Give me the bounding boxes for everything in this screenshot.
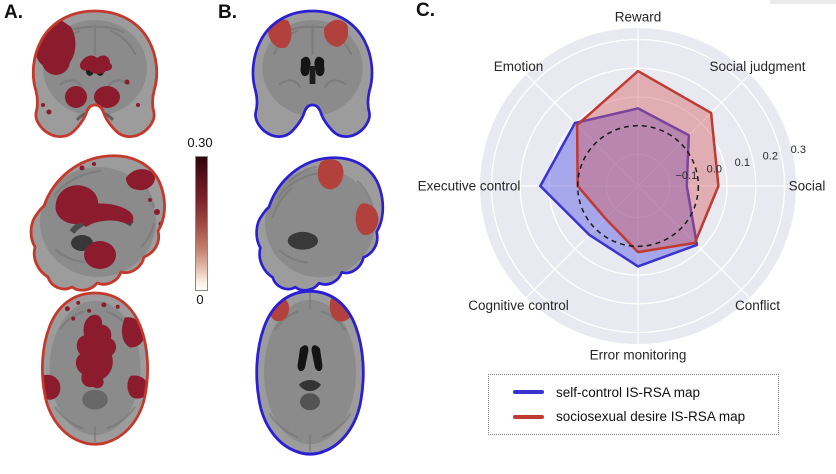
legend-label: sociosexual desire IS-RSA map [556, 409, 746, 425]
category-label-social-judgment: Social judgment [709, 59, 805, 74]
category-label-emotion: Emotion [494, 59, 544, 74]
brain-coronal-panel-a [31, 9, 159, 139]
legend-swatch-red-line [513, 414, 544, 420]
brain-sagittal-panel-b [255, 156, 385, 292]
brain-outline-a-sagittal [29, 154, 166, 292]
category-label-conflict: Conflict [735, 298, 780, 313]
colorbar-min-label: 0 [196, 292, 204, 307]
colorbar-max-label: 0.30 [187, 135, 213, 150]
category-label-social: Social [789, 179, 826, 194]
brain-axial-panel-a [41, 291, 149, 446]
panel-c-label: C. [416, 0, 435, 21]
screenshot-artifact-strip [770, 0, 836, 4]
activation-clusters-b-coronal [268, 19, 349, 49]
brain-outline-b-axial [255, 289, 365, 456]
radial-tick-label: 0.3 [791, 144, 806, 156]
brain-coronal-panel-b [251, 9, 374, 139]
brain-outline-a-axial [41, 291, 149, 446]
brain-axial-panel-b [255, 289, 365, 456]
activation-clusters-b-sagittal [317, 159, 379, 235]
panel-a-label: A. [4, 2, 23, 23]
panel-b-label: B. [218, 2, 237, 23]
radial-tick-label: −0.1 [675, 170, 697, 182]
legend-label: self-control IS-RSA map [556, 384, 701, 400]
category-label-reward: Reward [615, 10, 662, 25]
activation-clusters-a-sagittal [55, 162, 164, 269]
radial-tick-label: 0.1 [735, 157, 750, 169]
chart-legend: self-control IS-RSA map sociosexual desi… [488, 374, 779, 435]
radial-tick-label: 0.0 [707, 163, 722, 175]
brain-outline-b-sagittal [255, 156, 385, 292]
legend-swatch-blue-line [513, 389, 544, 395]
brain-outline-b-coronal [251, 9, 374, 139]
category-label-cognitive-control: Cognitive control [468, 298, 569, 313]
legend-item-self-control: self-control IS-RSA map [489, 385, 778, 400]
brain-sagittal-panel-a [29, 154, 166, 292]
colorbar [195, 156, 208, 291]
legend-item-sociosexual-desire: sociosexual desire IS-RSA map [489, 409, 778, 424]
category-label-executive-control: Executive control [418, 179, 521, 194]
brain-outline-a-coronal [31, 9, 159, 139]
category-label-error-monitoring: Error monitoring [590, 348, 687, 363]
radial-tick-label: 0.2 [763, 150, 778, 162]
